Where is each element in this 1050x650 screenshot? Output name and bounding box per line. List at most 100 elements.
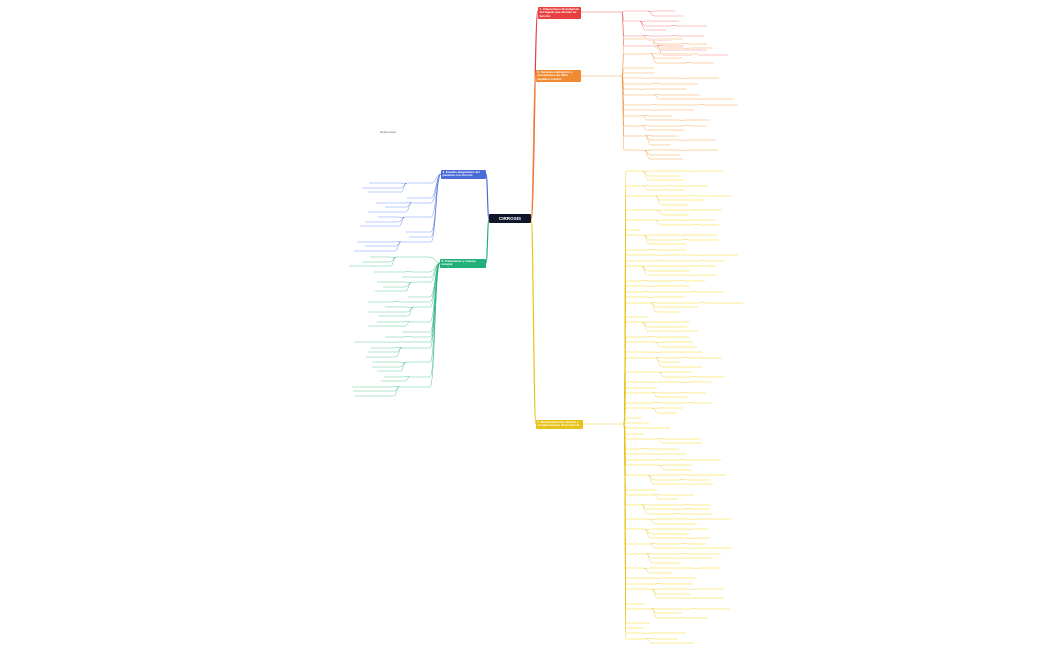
subtopic-node[interactable] — [651, 427, 671, 430]
subtopic-node[interactable] — [659, 498, 678, 501]
subtopic-node[interactable] — [399, 300, 430, 303]
subtopic-node[interactable] — [368, 210, 406, 213]
subtopic-node[interactable] — [662, 44, 684, 47]
subtopic-node[interactable] — [626, 351, 655, 354]
subtopic-node[interactable] — [691, 61, 714, 64]
subtopic-node[interactable] — [624, 44, 657, 47]
subtopic-node[interactable] — [676, 330, 699, 333]
subtopic-node[interactable] — [650, 149, 681, 152]
subtopic-node[interactable] — [689, 597, 724, 600]
subtopic-node[interactable] — [660, 223, 694, 226]
subtopic-node[interactable] — [647, 632, 687, 635]
subtopic-node[interactable] — [369, 182, 401, 185]
subtopic-node[interactable] — [648, 447, 680, 450]
subtopic-node[interactable] — [385, 335, 405, 338]
subtopic-node[interactable] — [648, 174, 681, 177]
subtopic-node[interactable] — [694, 170, 724, 173]
subtopic-node[interactable] — [692, 483, 714, 486]
subtopic-node[interactable] — [690, 124, 707, 127]
subtopic-node[interactable] — [660, 345, 697, 348]
subtopic-node[interactable] — [697, 53, 729, 56]
subtopic-node[interactable] — [361, 260, 391, 263]
subtopic-node[interactable] — [626, 219, 655, 222]
subtopic-node[interactable] — [687, 238, 720, 241]
subtopic-node[interactable] — [657, 592, 691, 595]
subtopic-node[interactable] — [377, 320, 405, 323]
subtopic-node[interactable] — [382, 285, 406, 288]
subtopic-node[interactable] — [352, 390, 394, 393]
subtopic-node[interactable] — [661, 194, 689, 197]
subtopic-node[interactable] — [664, 468, 691, 471]
subtopic-node[interactable] — [410, 320, 430, 323]
subtopic-node[interactable] — [354, 394, 394, 397]
subtopic-node[interactable] — [626, 259, 658, 262]
subtopic-node[interactable] — [686, 265, 716, 268]
subtopic-node[interactable] — [693, 401, 712, 404]
subtopic-node[interactable] — [626, 518, 650, 521]
subtopic-node[interactable] — [689, 47, 713, 50]
subtopic-node[interactable] — [657, 616, 680, 619]
subtopic-node[interactable] — [651, 134, 678, 137]
subtopic-node[interactable] — [624, 134, 646, 137]
subtopic-node[interactable] — [653, 483, 687, 486]
subtopic-node[interactable] — [661, 365, 702, 368]
subtopic-node[interactable] — [703, 98, 733, 101]
subtopic-node[interactable] — [650, 537, 688, 540]
subtopic-node[interactable] — [651, 143, 671, 146]
subtopic-node[interactable] — [660, 341, 694, 344]
subtopic-node[interactable] — [660, 219, 683, 222]
subtopic-node[interactable] — [411, 270, 430, 273]
subtopic-node[interactable] — [688, 356, 723, 359]
subtopic-node[interactable] — [676, 34, 704, 37]
subtopic-node[interactable] — [653, 478, 680, 481]
subtopic-node[interactable] — [626, 447, 643, 450]
subtopic-node[interactable] — [654, 335, 689, 338]
subtopic-node[interactable] — [626, 567, 644, 570]
subtopic-node[interactable] — [656, 381, 683, 384]
subtopic-node[interactable] — [657, 607, 691, 610]
subtopic-node[interactable] — [626, 296, 648, 299]
subtopic-node[interactable] — [649, 234, 681, 237]
subtopic-node[interactable] — [688, 77, 719, 80]
subtopic-node[interactable] — [648, 189, 685, 192]
subtopic-node[interactable] — [406, 361, 430, 364]
subtopic-node[interactable] — [371, 361, 401, 364]
subtopic-node[interactable] — [380, 380, 405, 383]
subtopic-node[interactable] — [685, 616, 709, 619]
subtopic-node[interactable] — [626, 552, 647, 555]
subtopic-node[interactable] — [645, 24, 671, 27]
subtopic-node[interactable] — [624, 103, 652, 106]
subtopic-node[interactable] — [656, 301, 701, 304]
subtopic-node[interactable] — [656, 57, 683, 60]
subtopic-node[interactable] — [401, 240, 431, 243]
subtopic-node[interactable] — [626, 607, 652, 610]
subtopic-node[interactable] — [411, 201, 431, 204]
subtopic-node[interactable] — [655, 522, 696, 525]
subtopic-node[interactable] — [624, 72, 654, 75]
subtopic-node[interactable] — [647, 503, 685, 506]
subtopic-node[interactable] — [626, 341, 655, 344]
branch-b1[interactable]: 1. Alteraciones histológicas del hígado … — [538, 7, 581, 20]
subtopic-node[interactable] — [626, 432, 644, 435]
subtopic-node[interactable] — [626, 407, 653, 410]
subtopic-node[interactable] — [688, 381, 711, 384]
subtopic-node[interactable] — [653, 14, 684, 17]
subtopic-node[interactable] — [626, 602, 646, 605]
subtopic-node[interactable] — [367, 310, 408, 313]
subtopic-node[interactable] — [626, 427, 646, 430]
subtopic-node[interactable] — [626, 627, 644, 630]
subtopic-node[interactable] — [687, 542, 706, 545]
subtopic-node[interactable] — [699, 223, 720, 226]
subtopic-node[interactable] — [655, 518, 690, 521]
subtopic-node[interactable] — [376, 201, 406, 204]
subtopic-node[interactable] — [676, 24, 708, 27]
subtopic-node[interactable] — [681, 557, 713, 560]
subtopic-node[interactable] — [648, 321, 690, 324]
subtopic-node[interactable] — [706, 301, 744, 304]
subtopic-node[interactable] — [645, 20, 679, 23]
subtopic-node[interactable] — [626, 386, 658, 389]
subtopic-node[interactable] — [626, 588, 652, 591]
subtopic-node[interactable] — [626, 229, 641, 232]
subtopic-node[interactable] — [624, 82, 653, 85]
subtopic-node[interactable] — [650, 532, 689, 535]
